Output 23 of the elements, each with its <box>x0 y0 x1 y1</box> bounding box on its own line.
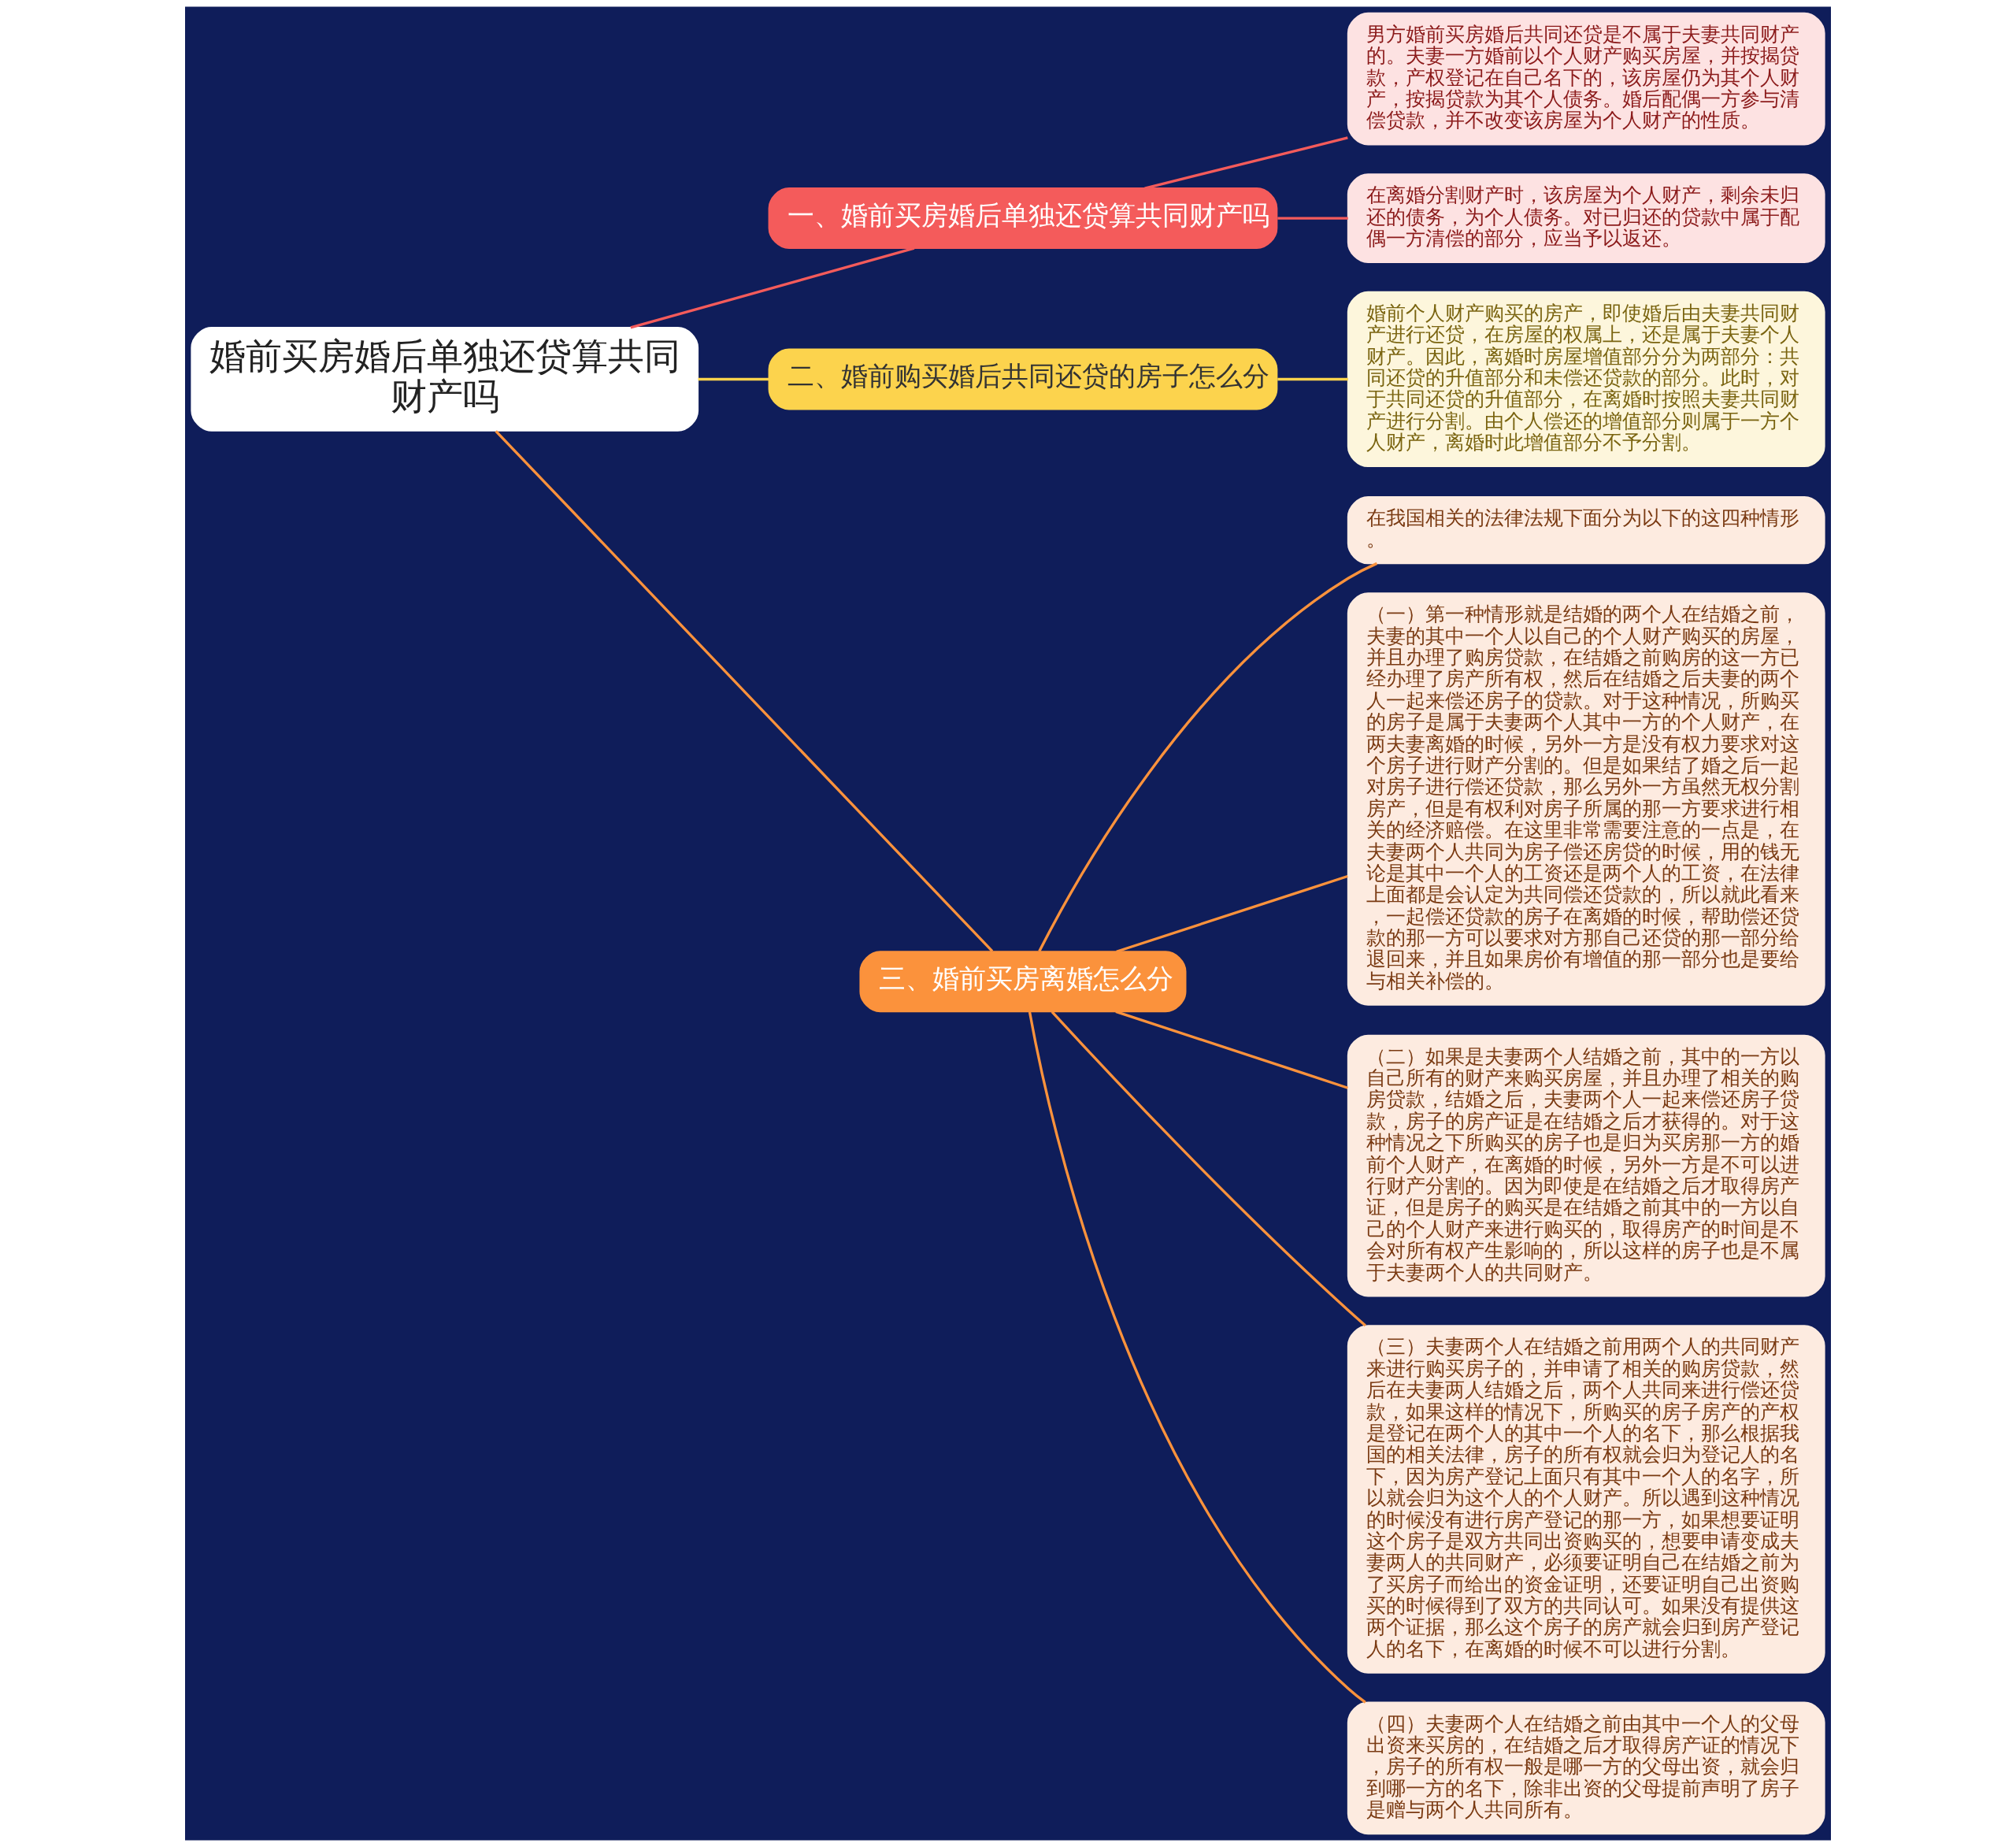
node-box: （一）第一种情形就是结婚的两个人在结婚之前，夫妻的其中一个人以自己的个人财产购买的房屋，并且办理了购房贷款，在结婚之前购房的这一方已经办理了房产所有权，然后在结婚之后夫妻的两个人一起来偿还房子的贷款。对于这种情况，所购买的房子是属于夫妻两个人其中一方的个人财产，在两夫妻离婚的时候，另外一方是没有权力要求对这个房子进行财产分割的。但是如果结了婚之后一起对房子进行偿还贷款，那么另外一方虽然无权分割房产，但是有权利对房子所属的那一方要求进行相关的经济赔偿。在这里非常需要注意的一点是，在夫妻两个人共同为房子偿还房贷的时候，用的钱无论是其中一个人的工资还是两个人的工资，在法律上面都是会认定为共同偿还贷款的，所以就此看来，一起偿还贷款的房子在离婚的时候，帮助偿还贷款的那一方可以要求对方那自己还贷的那一部分给退回来，并且如果房价有增值的那一部分也是要给与相关补偿的。 <box>1347 592 1825 1006</box>
connector <box>495 430 994 952</box>
node-box: 男方婚前买房婚后共同还贷是不属于夫妻共同财产的。夫妻一方婚前以个人财产购买房屋，并按揭贷款，产权登记在自己名下的，该房屋仍为其个人财产，按揭贷款为其个人债务。婚后配偶一方参与清偿贷款，并不改变该房屋为个人财产的性质。 <box>1347 12 1825 146</box>
node-box: （三）夫妻两个人在结婚之前用两个人的共同财产来进行购买房子的，并申请了相关的购房贷款，然后在夫妻两人结婚之后，两个人共同来进行偿还贷款，如果这样的情况下，所购买的房子房产的产权是登记在两个人的其中一个人的名下，那么根据我国的相关法律，房子的所有权就会归为登记人的名下，因为房产登记上面只有其中一个人的名字，所以就会归为这个人的个人财产。所以遇到这种情况的时候没有进行房产登记的那一方，如果想要证明这个房子是双方共同出资购买的，想要申请变成夫妻两人的共同财产，必须要证明自己在结婚之前为了买房子而给出的资金证明，还要证明自己出资购买的时候得到了双方的共同认可。如果没有提供这两个证据，那么这个房子的房产就会归到房产登记人的名下，在离婚的时候不可以进行分割。 <box>1347 1325 1825 1674</box>
node-box: （二）如果是夫妻两个人结婚之前，其中的一方以自己所有的财产来购买房屋，并且办理了相关的购房贷款，结婚之后，夫妻两个人一起来偿还房子贷款，房子的房产证是在结婚之后才获得的。对于这种情况之下所购买的房子也是归为买房那一方的婚前个人财产，在离婚的时候，另外一方是不可以进行财产分割的。因为即使是在结婚之后才取得房产证，但是房子的购买是在结婚之前其中的一方以自己的个人财产来进行购买的，取得房产的时间是不会对所有权产生影响的，所以这样的房子也是不属于夫妻两个人的共同财产。 <box>1347 1034 1825 1297</box>
connector <box>1115 1010 1348 1089</box>
node-box: 二、婚前购买婚后共同还贷的房子怎么分 <box>768 348 1278 410</box>
node-box: 婚前买房婚后单独还贷算共同财产吗 <box>191 327 699 432</box>
connector <box>1051 1011 1366 1327</box>
connector <box>1277 217 1348 220</box>
node-box: 一、婚前买房婚后单独还贷算共同财产吗 <box>768 187 1278 250</box>
connector <box>1116 874 1348 953</box>
node-box: 在我国相关的法律法规下面分为以下的这四种情形。 <box>1347 496 1825 565</box>
connector <box>1038 562 1378 952</box>
connector <box>1028 1011 1366 1704</box>
node-box: （四）夫妻两个人在结婚之前由其中一个人的父母出资来买房的，在结婚之后才取得房产证的情况下，房子的所有权一般是哪一方的父母出资，就会归到哪一方的名下，除非出资的父母提前声明了房子是赠与两个人共同所有。 <box>1347 1701 1825 1835</box>
connector <box>1144 136 1348 190</box>
connector <box>630 247 915 329</box>
node-box: 婚前个人财产购买的房产，即使婚后由夫妻共同财产进行还贷，在房屋的权属上，还是属于夫妻个人财产。因此，离婚时房屋增值部分分为两部分：共同还贷的升值部分和未偿还贷款的部分。此时，对于共同还贷的升值部分，在离婚时按照夫妻共同财产进行分割。由个人偿还的增值部分则属于一方个人财产，离婚时此增值部分不予分割。 <box>1347 291 1825 468</box>
node-box: 在离婚分割财产时，该房屋为个人财产，剩余未归还的债务，为个人债务。对已归还的贷款中属于配偶一方清偿的部分，应当予以返还。 <box>1347 173 1825 263</box>
connector <box>1277 377 1348 381</box>
node-box: 三、婚前买房离婚怎么分 <box>859 951 1187 1013</box>
connector <box>698 377 769 381</box>
